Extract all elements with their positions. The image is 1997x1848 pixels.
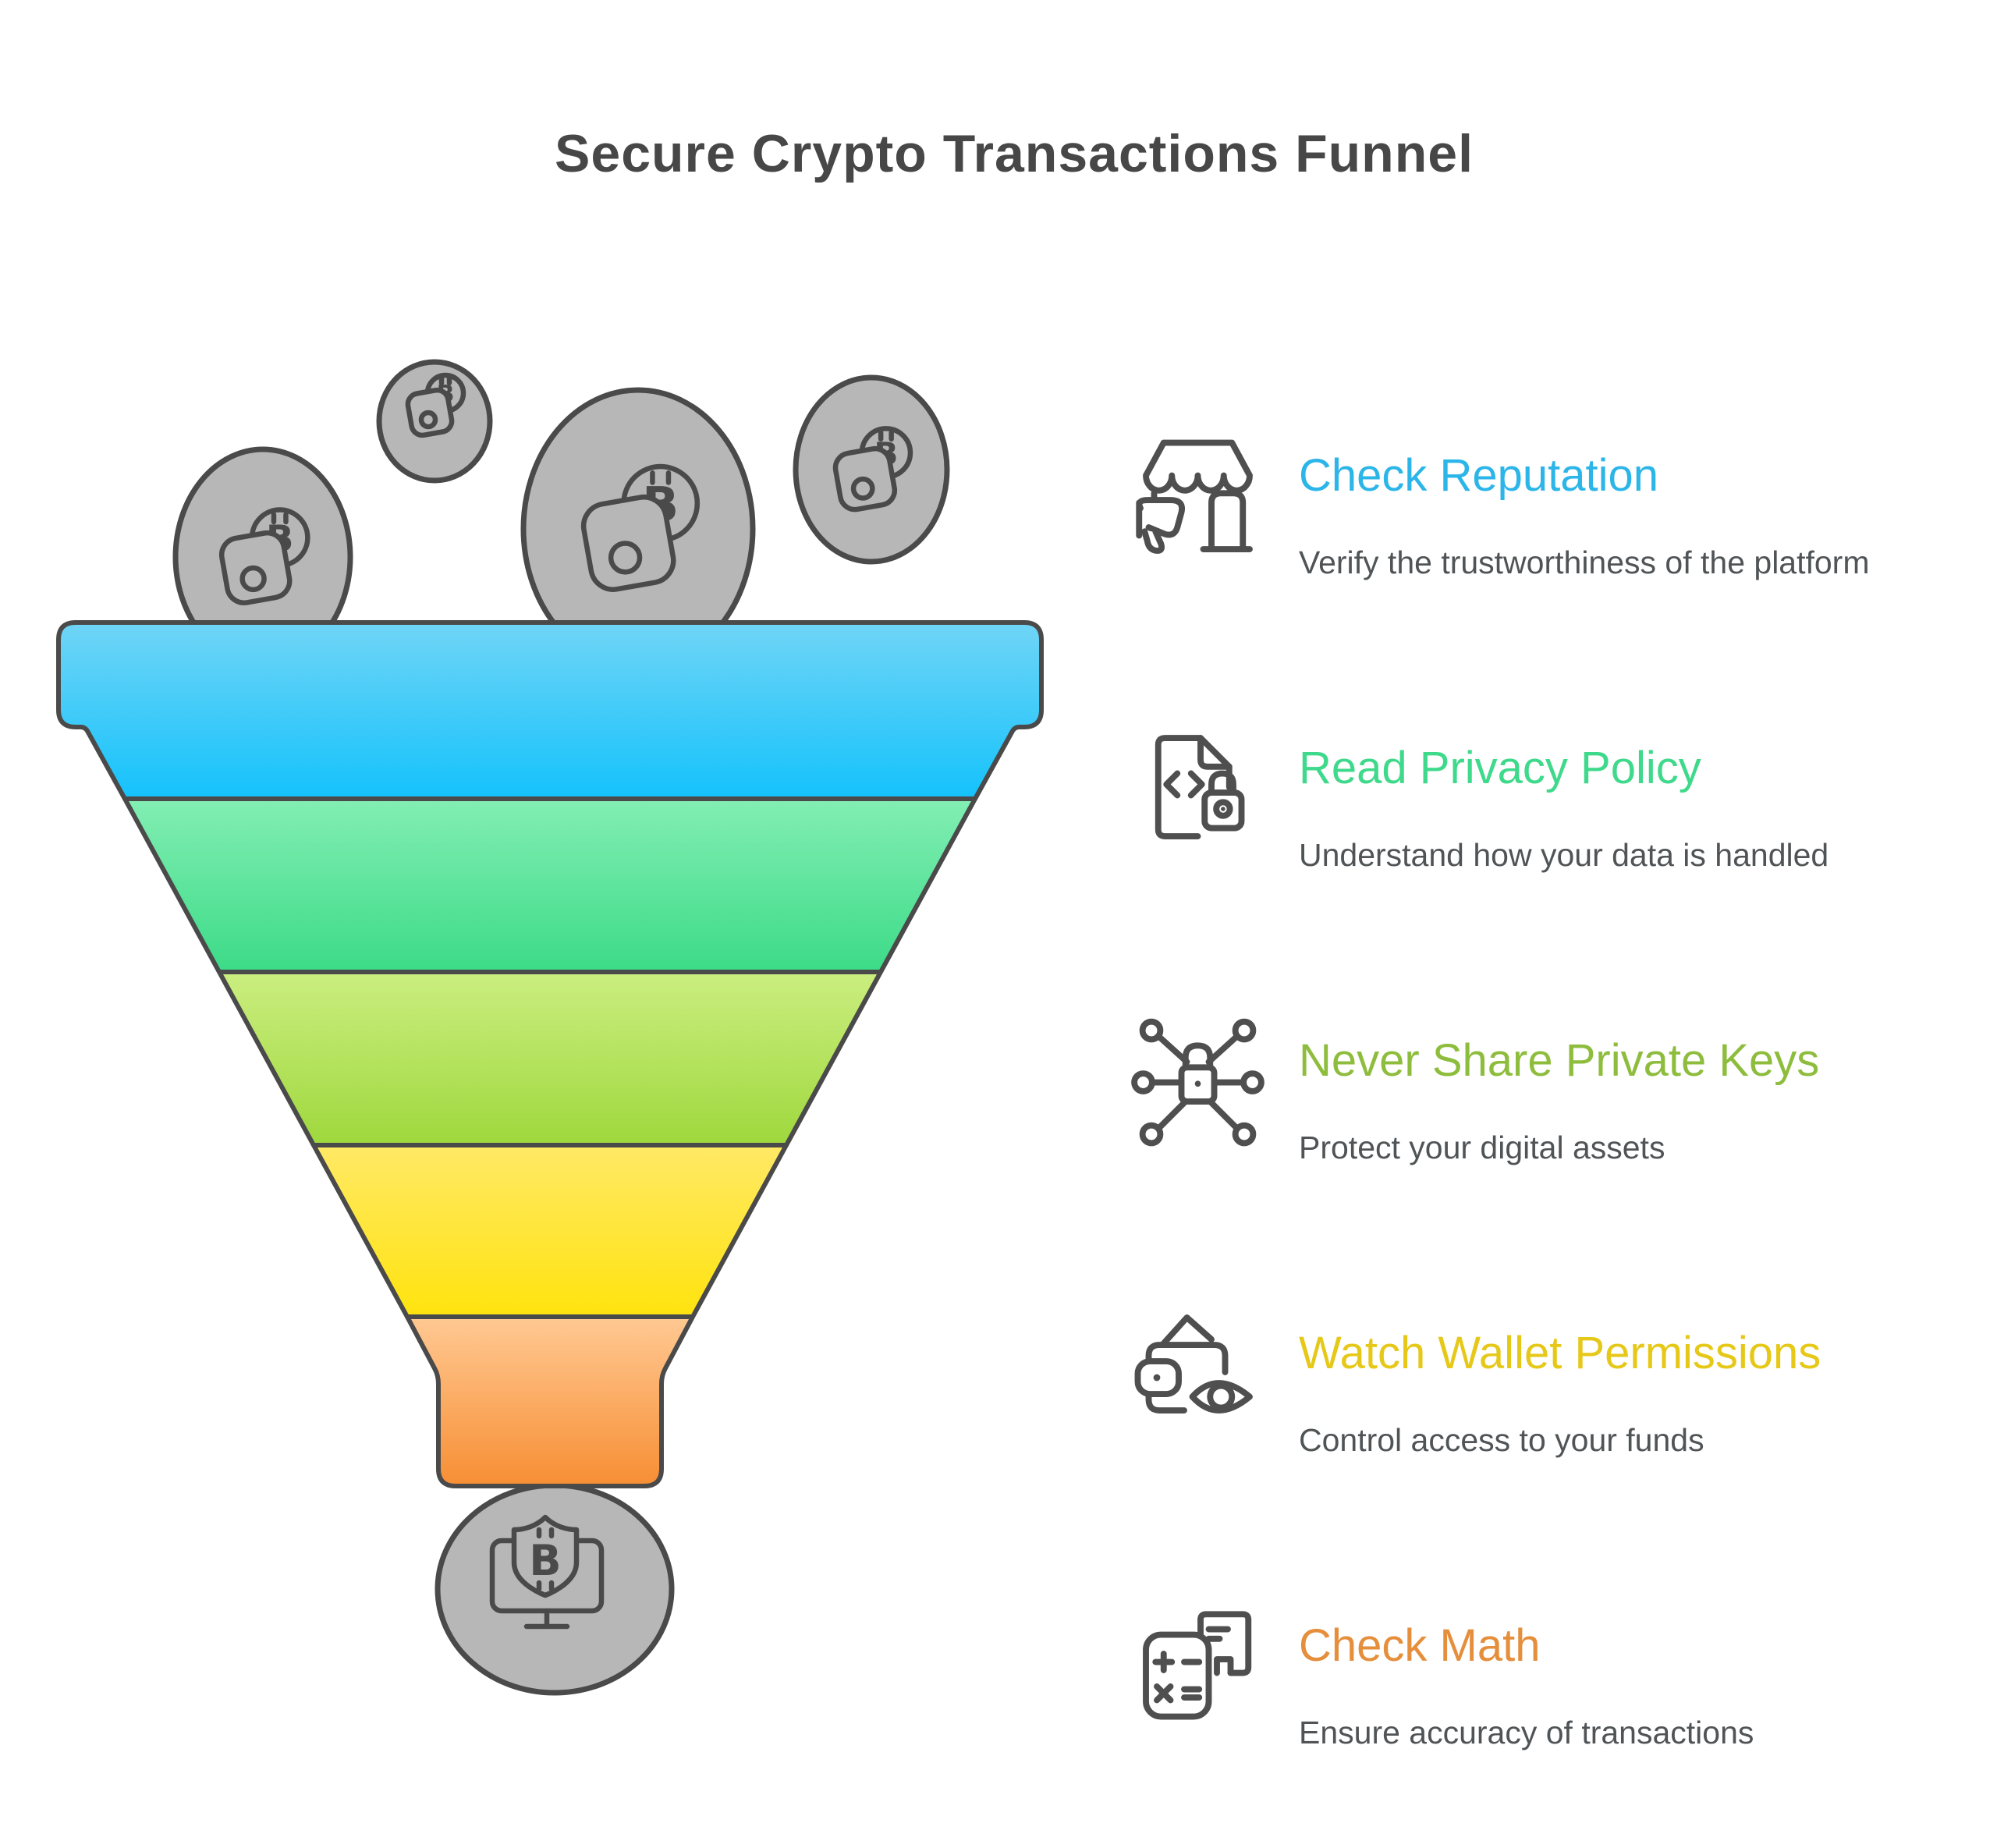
store-door bbox=[1208, 490, 1247, 552]
network-node bbox=[1232, 1122, 1257, 1147]
storefront-thumbs-down-icon bbox=[1136, 439, 1253, 554]
step-read-privacy-policy: Read Privacy Policy Understand how your … bbox=[1130, 722, 1829, 874]
network-node bbox=[1240, 1070, 1265, 1094]
clasp-dot bbox=[1153, 1374, 1161, 1382]
times-key bbox=[1154, 1683, 1174, 1704]
funnel-stage-2 bbox=[122, 796, 977, 974]
step-subtitle: Ensure accuracy of transactions bbox=[1299, 1715, 1754, 1750]
calculator-receipt-icon bbox=[1143, 1611, 1252, 1720]
step-check-math: Check Math Ensure accuracy of transactio… bbox=[1130, 1599, 1754, 1752]
funnel bbox=[56, 620, 1044, 1488]
lock-shackle bbox=[1182, 1042, 1214, 1071]
step-title: Check Math bbox=[1299, 1620, 1541, 1671]
thumb-down-stem bbox=[1141, 528, 1165, 554]
step-title: Check Reputation bbox=[1299, 450, 1659, 501]
wallet-eye-icon bbox=[1134, 1314, 1253, 1413]
receipt-notch bbox=[1214, 1656, 1234, 1676]
funnel-stage-5 bbox=[405, 1314, 695, 1488]
plus-key bbox=[1152, 1651, 1176, 1673]
step-subtitle: Protect your digital assets bbox=[1299, 1130, 1665, 1165]
funnel-stage-4 bbox=[311, 1143, 789, 1319]
network-node bbox=[1139, 1018, 1164, 1043]
awning bbox=[1143, 439, 1253, 494]
step-subtitle: Control access to your funds bbox=[1299, 1422, 1704, 1458]
funnel-stage-1 bbox=[56, 620, 1044, 801]
funnel-stage-3 bbox=[217, 970, 883, 1147]
lock-shackle bbox=[1208, 770, 1236, 796]
document-code-lock-icon bbox=[1155, 735, 1245, 839]
step-title: Read Privacy Policy bbox=[1299, 743, 1701, 793]
keyhole-dot bbox=[1221, 807, 1226, 811]
step-title: Watch Wallet Permissions bbox=[1299, 1328, 1821, 1378]
receipt-outline bbox=[1197, 1611, 1252, 1676]
step-subtitle: Understand how your data is handled bbox=[1299, 837, 1829, 873]
network-node bbox=[1139, 1122, 1164, 1147]
network-node bbox=[1131, 1070, 1155, 1094]
keyhole-dot bbox=[1194, 1080, 1201, 1087]
step-subtitle: Verify the trustworthiness of the platfo… bbox=[1299, 544, 1870, 580]
wallet-body bbox=[1145, 1342, 1229, 1413]
network-node bbox=[1232, 1018, 1257, 1043]
document-outline bbox=[1155, 735, 1233, 839]
step-check-reputation: Check Reputation Verify the trustworthin… bbox=[1130, 429, 1870, 582]
calculator-body bbox=[1143, 1631, 1212, 1720]
wallet-flap bbox=[1159, 1314, 1215, 1348]
step-watch-wallet-permissions: Watch Wallet Permissions Control access … bbox=[1130, 1307, 1821, 1460]
keyhole bbox=[1213, 799, 1233, 819]
network-links bbox=[1149, 1033, 1247, 1132]
code-brackets bbox=[1163, 770, 1205, 799]
receipt-lines bbox=[1205, 1626, 1231, 1642]
network-lock-icon bbox=[1131, 1018, 1265, 1147]
document-fold bbox=[1197, 735, 1233, 770]
step-never-share-private-keys: Never Share Private Keys Protect your di… bbox=[1130, 1014, 1819, 1167]
equals-key bbox=[1181, 1686, 1203, 1701]
eye-pupil bbox=[1207, 1382, 1236, 1411]
coin-circles bbox=[172, 359, 950, 1696]
step-title: Never Share Private Keys bbox=[1299, 1035, 1820, 1086]
page-title: Secure Crypto Transactions Funnel bbox=[555, 124, 1474, 183]
